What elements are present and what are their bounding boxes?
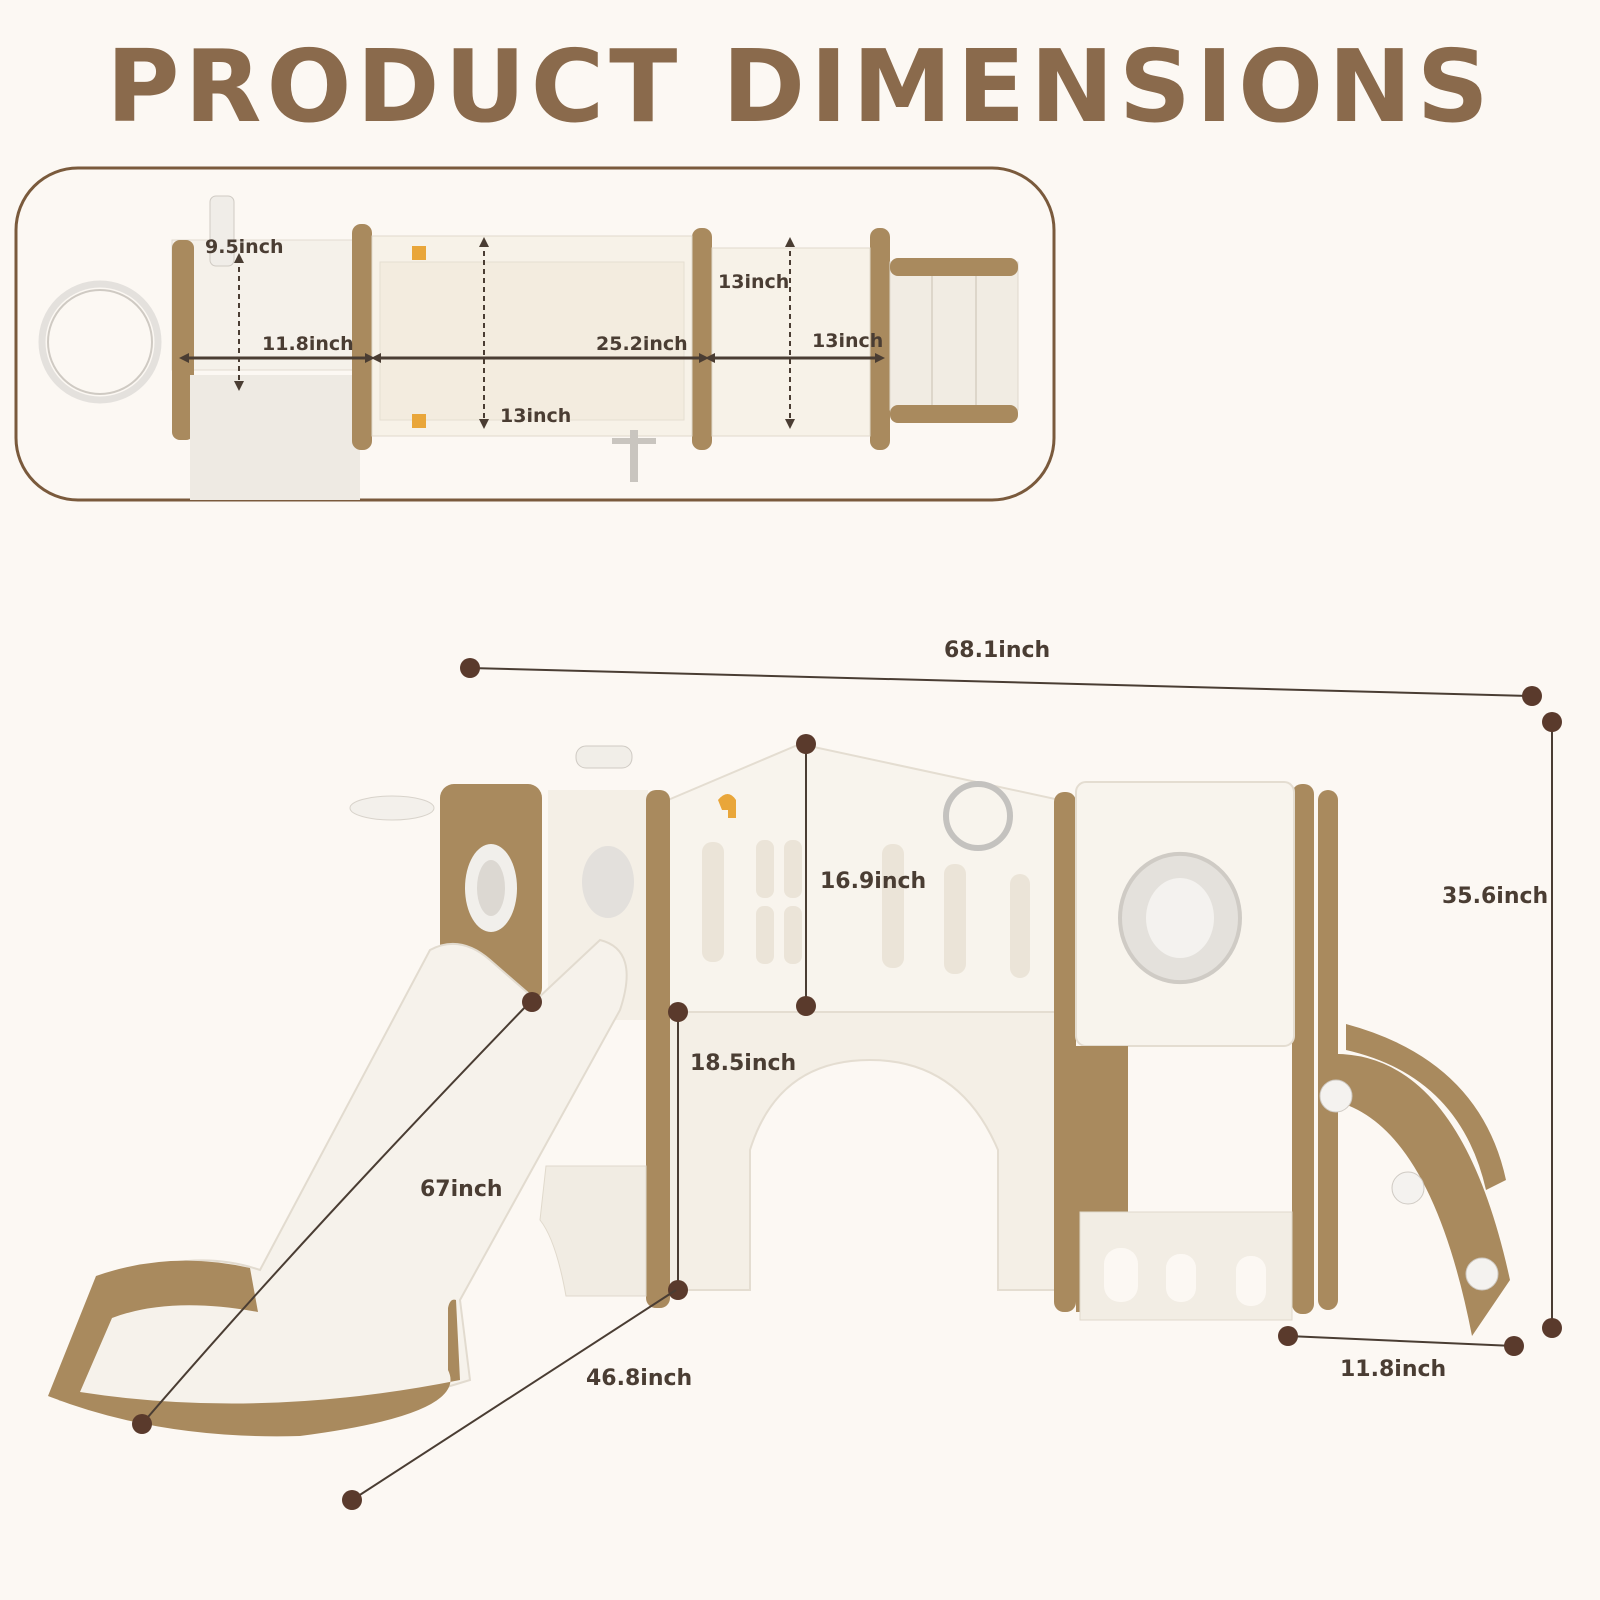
label-left-width: 11.8inch bbox=[262, 333, 354, 355]
label-right-depth: 13inch bbox=[718, 271, 789, 293]
hoop-ring bbox=[38, 280, 162, 404]
climbing-ramp bbox=[1330, 1053, 1510, 1336]
top-left-section bbox=[171, 239, 361, 371]
arch-platform bbox=[667, 1011, 1061, 1291]
label-telescope-depth: 9.5inch bbox=[205, 236, 284, 258]
telescope bbox=[209, 195, 235, 267]
dino-decal bbox=[718, 794, 736, 818]
label-overall-length: 68.1inch bbox=[944, 638, 1050, 663]
label-ramp-depth: 11.8inch bbox=[1340, 1357, 1446, 1382]
top-ramp bbox=[889, 261, 1019, 411]
top-view-panel: 9.5inch 11.8inch 25.2inch 13inch 13inch … bbox=[14, 166, 1056, 502]
label-slide-run: 46.8inch bbox=[586, 1366, 692, 1391]
label-slide-length: 67inch bbox=[420, 1177, 503, 1202]
page-title: PRODUCT DIMENSIONS bbox=[106, 28, 1494, 145]
steering-ring bbox=[943, 781, 1013, 851]
telescope-main bbox=[575, 745, 633, 769]
label-wall-height: 16.9inch bbox=[820, 869, 926, 894]
slide bbox=[58, 938, 628, 1417]
label-overall-height: 35.6inch bbox=[1442, 884, 1548, 909]
label-center-width: 25.2inch bbox=[596, 333, 688, 355]
main-view: 68.1inch 35.6inch 16.9inch 18.5inch 67in… bbox=[48, 638, 1562, 1510]
basketball-hoop bbox=[349, 795, 435, 821]
label-right-width: 13inch bbox=[812, 330, 883, 352]
label-platform-height: 18.5inch bbox=[690, 1051, 796, 1076]
label-center-depth: 13inch bbox=[500, 405, 571, 427]
